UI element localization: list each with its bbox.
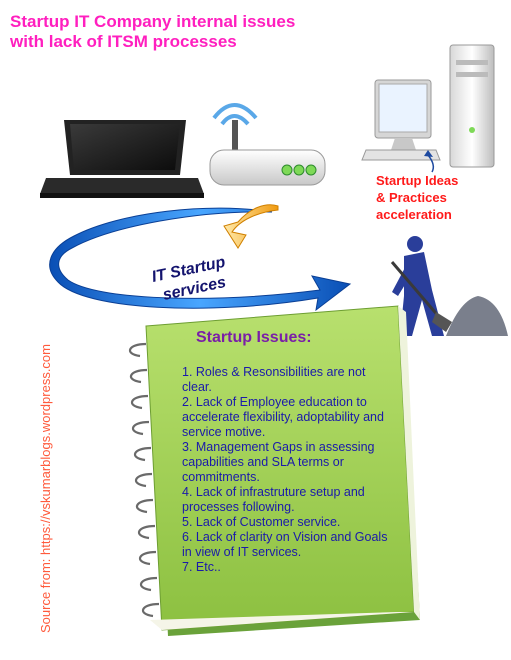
- blue-cycle-arrow: [49, 207, 352, 312]
- title-line-1: Startup IT Company internal issues: [10, 12, 296, 31]
- source-credit: Source from: https://vskumarblogs.wordpr…: [38, 344, 53, 633]
- cycle-arrows: IT Startup services: [49, 204, 352, 312]
- issue-item: 7. Etc..: [182, 560, 221, 574]
- issue-item: 4. Lack of infrastruture setup and proce…: [182, 485, 365, 514]
- issue-item: 6. Lack of clarity on Vision and Goals i…: [182, 530, 388, 559]
- issue-item: 5. Lack of Customer service.: [182, 515, 341, 529]
- acceleration-note-line-1: Startup Ideas: [376, 173, 459, 188]
- notebook-spiral: [129, 342, 160, 618]
- laptop-icon: [40, 120, 204, 198]
- worker-digging-icon: [390, 236, 508, 336]
- acceleration-note-line-2: & Practices: [376, 190, 447, 205]
- issue-item: 1. Roles & Resonsibilities are not clear…: [182, 365, 366, 394]
- orange-cycle-arrow: [223, 204, 279, 249]
- title-line-2: with lack of ITSM processes: [10, 32, 237, 51]
- issue-item: 3. Management Gaps in assessing capabili…: [182, 440, 375, 484]
- notebook-heading: Startup Issues:: [196, 329, 312, 346]
- desktop-computer-icon: [361, 44, 495, 173]
- issue-item: 2. Lack of Employee education to acceler…: [182, 395, 384, 439]
- issues-notebook: [129, 305, 420, 636]
- router-icon: [209, 103, 326, 186]
- acceleration-note-line-3: acceleration: [376, 207, 452, 222]
- acceleration-note: Startup Ideas & Practices acceleration: [376, 172, 458, 223]
- issues-list: 1. Roles & Resonsibilities are not clear…: [182, 365, 392, 575]
- page-title: Startup IT Company internal issues with …: [10, 12, 390, 52]
